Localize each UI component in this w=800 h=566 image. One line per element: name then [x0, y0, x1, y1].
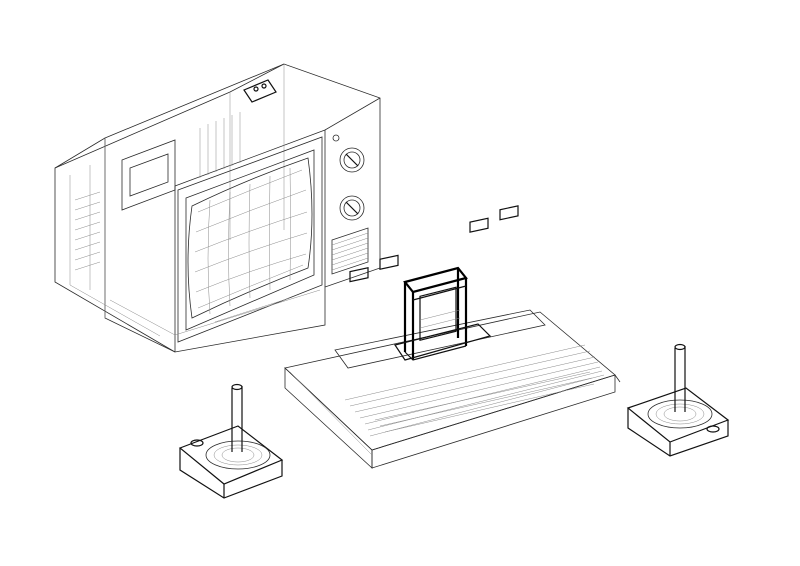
crt-television [54, 63, 381, 353]
game-cartridge [394, 266, 492, 361]
tv-control-knobs [332, 134, 365, 221]
rear-vents [74, 112, 241, 271]
antenna-connector [243, 79, 277, 103]
joystick-right [626, 343, 730, 457]
crt-screen [187, 157, 313, 319]
game-console [284, 205, 621, 469]
console-ribs [344, 344, 605, 437]
speaker-grille [331, 227, 369, 275]
joystick-left [178, 383, 284, 499]
console-switches [349, 205, 519, 283]
